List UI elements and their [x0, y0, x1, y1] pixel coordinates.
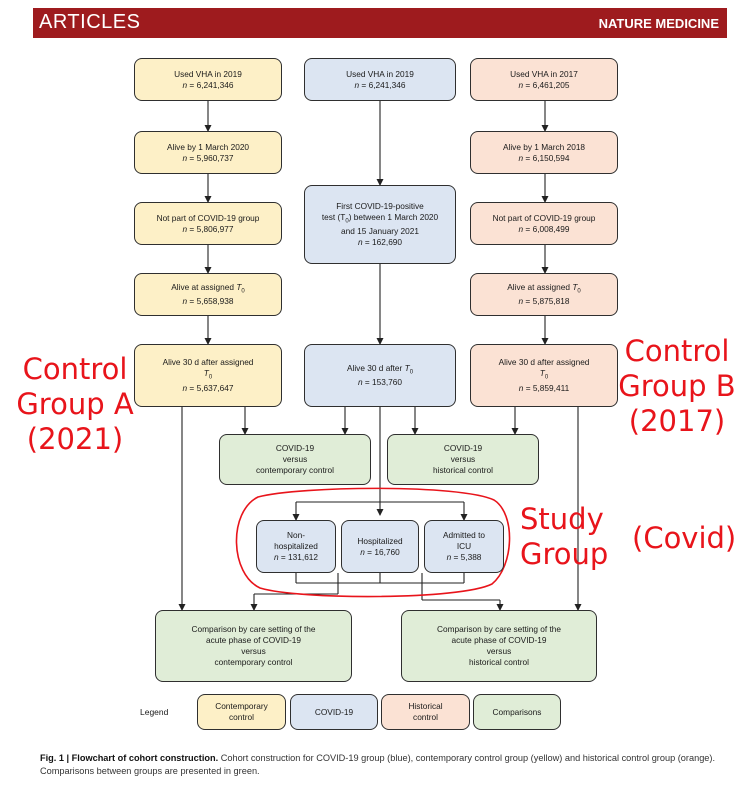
annotation-control-group-a: Control Group A (2021) — [16, 352, 134, 456]
section-label: ARTICLES — [39, 11, 141, 33]
legend-covid-19: COVID-19 — [290, 694, 378, 730]
annotation-study-group: Study Group — [520, 502, 609, 571]
legend-label: Legend — [140, 707, 169, 717]
annotation-covid: (Covid) — [632, 521, 737, 555]
study-group-circle — [235, 487, 511, 598]
legend-comparisons: Comparisons — [473, 694, 561, 730]
caption-text: Cohort construction for COVID-19 group (… — [40, 753, 716, 776]
annotation-control-group-b: Control Group B (2017) — [618, 334, 736, 438]
journal-name: NATURE MEDICINE — [598, 16, 719, 31]
figure-caption: Fig. 1 | Flowchart of cohort constructio… — [40, 752, 730, 778]
caption-label: Fig. 1 | Flowchart of cohort constructio… — [40, 753, 219, 763]
article-banner: ARTICLES NATURE MEDICINE — [33, 8, 727, 38]
